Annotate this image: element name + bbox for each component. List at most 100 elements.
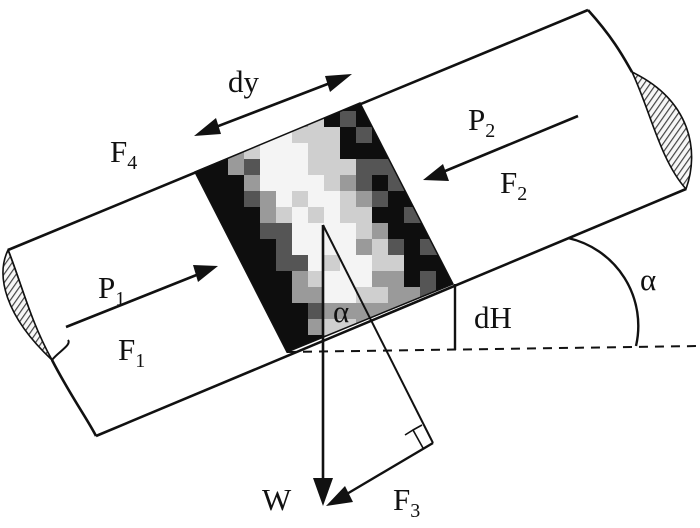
element-pixel <box>228 127 244 143</box>
element-pixel <box>404 223 420 239</box>
element-pixel <box>420 351 436 352</box>
element-pixel <box>195 207 196 223</box>
f3-arrowhead <box>326 486 353 506</box>
element-pixel <box>244 255 260 271</box>
dy-arrow <box>194 74 352 136</box>
element-pixel <box>276 159 292 175</box>
element-pixel <box>324 351 340 352</box>
element-pixel <box>196 143 212 159</box>
element-pixel <box>212 143 228 159</box>
element-pixel <box>372 143 388 159</box>
element-pixel <box>276 319 292 335</box>
element-pixel <box>420 303 436 319</box>
element-pixel <box>388 191 404 207</box>
element-pixel <box>356 191 372 207</box>
element-pixel <box>308 223 324 239</box>
element-pixel <box>356 127 372 143</box>
element-pixel <box>260 159 276 175</box>
element-pixel <box>308 319 324 335</box>
element-pixel <box>308 207 324 223</box>
element-pixel <box>404 143 420 159</box>
element-pixel <box>420 319 436 335</box>
element-pixel <box>292 143 308 159</box>
element-pixel <box>356 175 372 191</box>
element-pixel <box>228 287 244 303</box>
element-pixel <box>420 103 436 111</box>
element-pixel <box>244 127 260 143</box>
label-f4: F4 <box>110 134 137 174</box>
element-pixel <box>420 255 436 271</box>
element-pixel <box>228 335 244 351</box>
element-pixel <box>212 271 228 287</box>
label-f1: F1 <box>118 332 145 372</box>
element-pixel <box>195 103 196 111</box>
element-pixel <box>436 351 452 352</box>
element-pixel <box>404 335 420 351</box>
element-pixel <box>276 255 292 271</box>
element-pixel <box>324 143 340 159</box>
element-pixel <box>452 223 453 239</box>
element-pixel <box>340 303 356 319</box>
element-pixel <box>212 303 228 319</box>
element-pixel <box>244 191 260 207</box>
element-pixel <box>324 287 340 303</box>
element-pixel <box>244 223 260 239</box>
pipe-left-end-hatch <box>2 248 53 361</box>
element-pixel <box>276 287 292 303</box>
element-pixel <box>356 159 372 175</box>
element-pixel <box>388 111 404 127</box>
element-pixel <box>404 255 420 271</box>
label-f3: F3 <box>393 482 420 522</box>
element-pixel <box>260 255 276 271</box>
element-pixel <box>195 239 196 255</box>
element-pixel <box>420 271 436 287</box>
element-pixel <box>452 207 453 223</box>
element-pixel <box>308 287 324 303</box>
element-pixel <box>420 335 436 351</box>
element-pixel <box>436 143 452 159</box>
element-pixel <box>372 287 388 303</box>
element-pixel <box>388 143 404 159</box>
weight-triangle <box>313 224 434 506</box>
element-pixel <box>388 207 404 223</box>
element-pixel <box>340 127 356 143</box>
element-pixel <box>260 239 276 255</box>
element-pixel <box>196 319 212 335</box>
element-pixel <box>372 175 388 191</box>
element-pixel <box>340 191 356 207</box>
element-pixel <box>196 287 212 303</box>
normal-component-line <box>322 224 434 444</box>
element-pixel <box>324 191 340 207</box>
element-pixel <box>276 191 292 207</box>
element-pixel <box>228 271 244 287</box>
element-pixel <box>308 239 324 255</box>
element-pixel <box>276 239 292 255</box>
element-pixel <box>452 351 453 352</box>
element-pixel <box>196 335 212 351</box>
element-pixel <box>356 239 372 255</box>
element-pixel <box>195 351 196 352</box>
element-pixel <box>372 239 388 255</box>
element-pixel <box>340 159 356 175</box>
f3-vector-line <box>339 441 434 500</box>
element-pixel <box>436 239 452 255</box>
element-pixel <box>292 223 308 239</box>
element-pixel <box>436 207 452 223</box>
element-pixel <box>436 191 452 207</box>
element-pixel <box>195 223 196 239</box>
element-pixel <box>276 271 292 287</box>
element-pixel <box>404 319 420 335</box>
element-pixel <box>260 127 276 143</box>
element-pixel <box>324 175 340 191</box>
pipe-bottom-edge <box>95 187 687 438</box>
element-pixel <box>372 191 388 207</box>
element-pixel <box>308 303 324 319</box>
element-pixel <box>244 303 260 319</box>
element-pixel <box>212 351 228 352</box>
element-pixel <box>324 303 340 319</box>
element-pixel <box>260 111 276 127</box>
element-pixel <box>308 351 324 352</box>
element-pixel <box>292 191 308 207</box>
element-pixel <box>276 111 292 127</box>
